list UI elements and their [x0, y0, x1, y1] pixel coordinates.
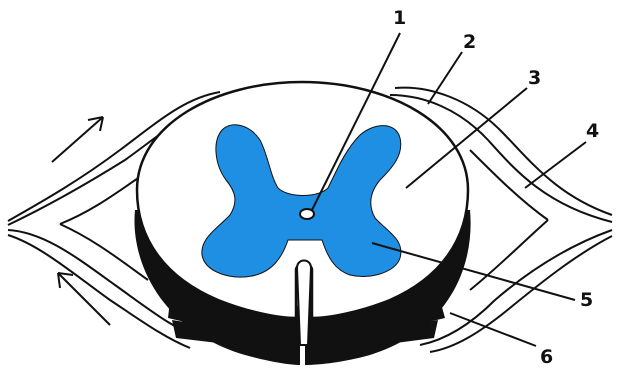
label-4: 4	[586, 120, 599, 142]
leader-line-2	[428, 52, 462, 104]
label-3: 3	[528, 67, 541, 89]
afferent-arrow-icon	[52, 117, 103, 162]
label-1: 1	[393, 7, 406, 29]
ventral-median-fissure	[297, 261, 311, 346]
central-canal	[300, 209, 314, 219]
label-2: 2	[463, 31, 476, 53]
label-5: 5	[580, 289, 593, 311]
label-6: 6	[540, 346, 553, 368]
